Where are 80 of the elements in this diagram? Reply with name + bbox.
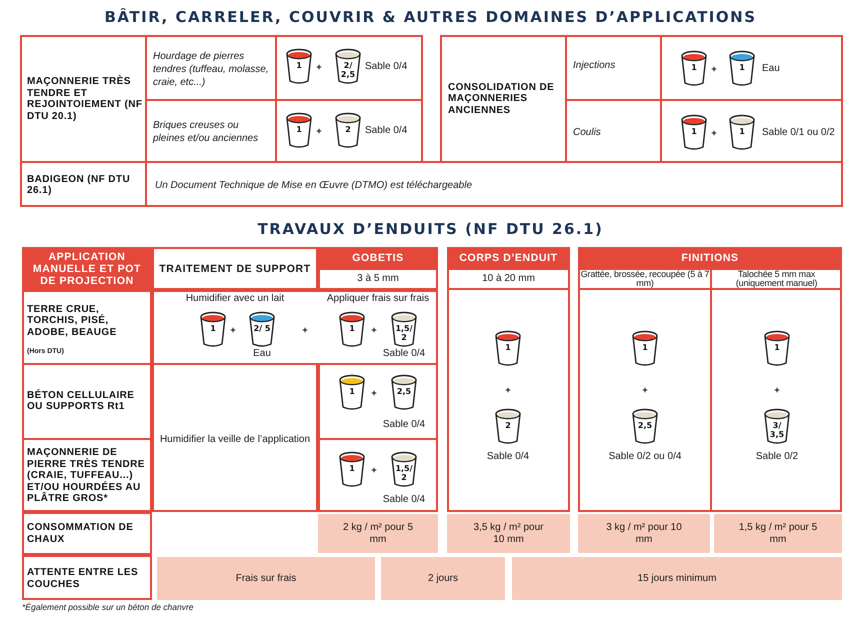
column-header: CORPS D’ENDUIT (447, 247, 570, 268)
plus-sign: + (710, 63, 718, 76)
column-header: GOBETIS (318, 247, 438, 268)
note-text: Un Document Technique de Mise en Œuvre (DTMO) est téléchargeable (155, 178, 474, 192)
cell-text: Sable 0/4 (382, 418, 426, 432)
cup-number: 1 (295, 61, 303, 70)
mix-label: Sable 0/1 ou 0/2 (762, 126, 836, 140)
category-text: Hourdage de pierres tendres (tuffeau, molasse, craie, etc...) (153, 50, 270, 90)
row-label: MAÇONNERIE TRÈS TENDRE ET REJOINTOIEMENT (NF DTU 20.1) (27, 74, 143, 124)
cup-number: 1 (690, 127, 698, 136)
row-label: BADIGEON (NF DTU 26.1) (27, 172, 132, 198)
section-heading: TRAVAUX D’ENDUITS (NF DTU 26.1) (256, 219, 604, 240)
value-cell: 1,5 kg / m² pour 5 mm (714, 514, 842, 553)
cup-number: 2 (504, 421, 512, 430)
category-text: Injections (573, 58, 616, 72)
cell-text: Sable 0/4 (382, 347, 426, 361)
column-header: FINITIONS (578, 247, 842, 268)
cup-number: 1 (295, 125, 303, 134)
cup-number: 2 (344, 125, 352, 134)
cup-number: 1 (348, 387, 356, 396)
cell-text: Humidifier avec un lait (184, 292, 286, 306)
value-cell: 3 kg / m² pour 10 mm (578, 514, 710, 553)
plus-sign: + (301, 324, 309, 337)
column-header: APPLICATION MANUELLE ET POT DE PROJECTION (22, 247, 152, 290)
cell-text: Humidifier la veille de l’application (158, 433, 312, 447)
value-cell: 3,5 kg / m² pour 10 mm (447, 514, 570, 553)
cup-number: 1 (348, 324, 356, 333)
plus-sign: + (315, 61, 323, 74)
cup-number: 2/ 5 (253, 324, 271, 333)
plus-sign: + (315, 125, 323, 138)
cup-number: 1 (773, 343, 781, 352)
value-cell: Frais sur frais (157, 557, 375, 600)
column-subheader: Talochée 5 mm max (uniquement manuel) (734, 270, 818, 288)
cell-text: Sable 0/4 (486, 450, 530, 464)
column-subheader: Grattée, brossée, recoupée (5 à 7 mm) (580, 270, 710, 288)
cell-text: Eau (252, 347, 272, 361)
plus-sign: + (370, 387, 378, 400)
cup-number: 1 (641, 343, 649, 352)
cup-number: 1,5/ 2 (395, 464, 413, 482)
mix-label: Eau (762, 62, 781, 76)
footnote: *Également possible sur un béton de chanvre (22, 601, 195, 614)
cell-text: Sable 0/2 (754, 450, 800, 464)
category-text: Briques creuses ou pleines et/ou anciennes (153, 119, 260, 146)
cell-text: Sable 0/2 ou 0/4 (608, 450, 682, 464)
cup-number: 1,5/ 2 (395, 324, 413, 342)
row-label: BÉTON CELLULAIRE OU SUPPORTS Rt1 (27, 388, 136, 414)
row-label: MAÇONNERIE DE PIERRE TRÈS TENDRE (CRAIE, TUFFEAU...) ET/OU HOURDÉES AU PLÂTRE GROS* (27, 446, 146, 506)
plus-sign: + (773, 384, 781, 397)
mix-label: Sable 0/4 (365, 124, 408, 138)
cup-number: 3/ 3,5 (768, 421, 786, 439)
mix-label: Sable 0/4 (365, 60, 408, 74)
cup-number: 1 (504, 343, 512, 352)
plus-sign: + (504, 384, 512, 397)
page-title: BÂTIR, CARRELER, COUVRIR & AUTRES DOMAINES D’APPLICATIONS (104, 7, 758, 28)
row-label: CONSOLIDATION DE MAÇONNERIES ANCIENNES (448, 80, 556, 118)
column-header: TRAITEMENT DE SUPPORT (158, 262, 312, 276)
value-cell: 2 jours (381, 557, 505, 600)
plus-sign: + (370, 324, 378, 337)
plus-sign: + (370, 464, 378, 477)
cup-number: 1 (348, 464, 356, 473)
row-label: ATTENTE ENTRE LES COUCHES (27, 566, 140, 592)
cup-number: 1 (738, 63, 746, 72)
cup-number: 2,5 (636, 421, 654, 430)
cup-number: 1 (738, 127, 746, 136)
cell-text: Appliquer frais sur frais (326, 292, 430, 306)
cup-number: 2/ 2,5 (340, 61, 356, 79)
cup-number: 1 (209, 324, 217, 333)
cup-number: 2,5 (396, 387, 412, 396)
cell-text: Sable 0/4 (382, 493, 426, 507)
row-label: TERRE CRUE, TORCHIS, PISÉ, ADOBE, BEAUGE (27, 302, 118, 340)
category-text: Coulis (573, 126, 602, 140)
value-cell: 2 kg / m² pour 5 mm (318, 514, 438, 553)
cell-text: 10 à 20 mm (481, 272, 536, 286)
value-cell: 15 jours minimum (512, 557, 842, 600)
row-label: CONSOMMATION DE CHAUX (27, 521, 134, 546)
cup-number: 1 (690, 63, 698, 72)
plus-sign: + (710, 127, 718, 140)
plus-sign: + (641, 384, 649, 397)
plus-sign: + (229, 324, 237, 337)
cell-text: 3 à 5 mm (356, 272, 400, 286)
